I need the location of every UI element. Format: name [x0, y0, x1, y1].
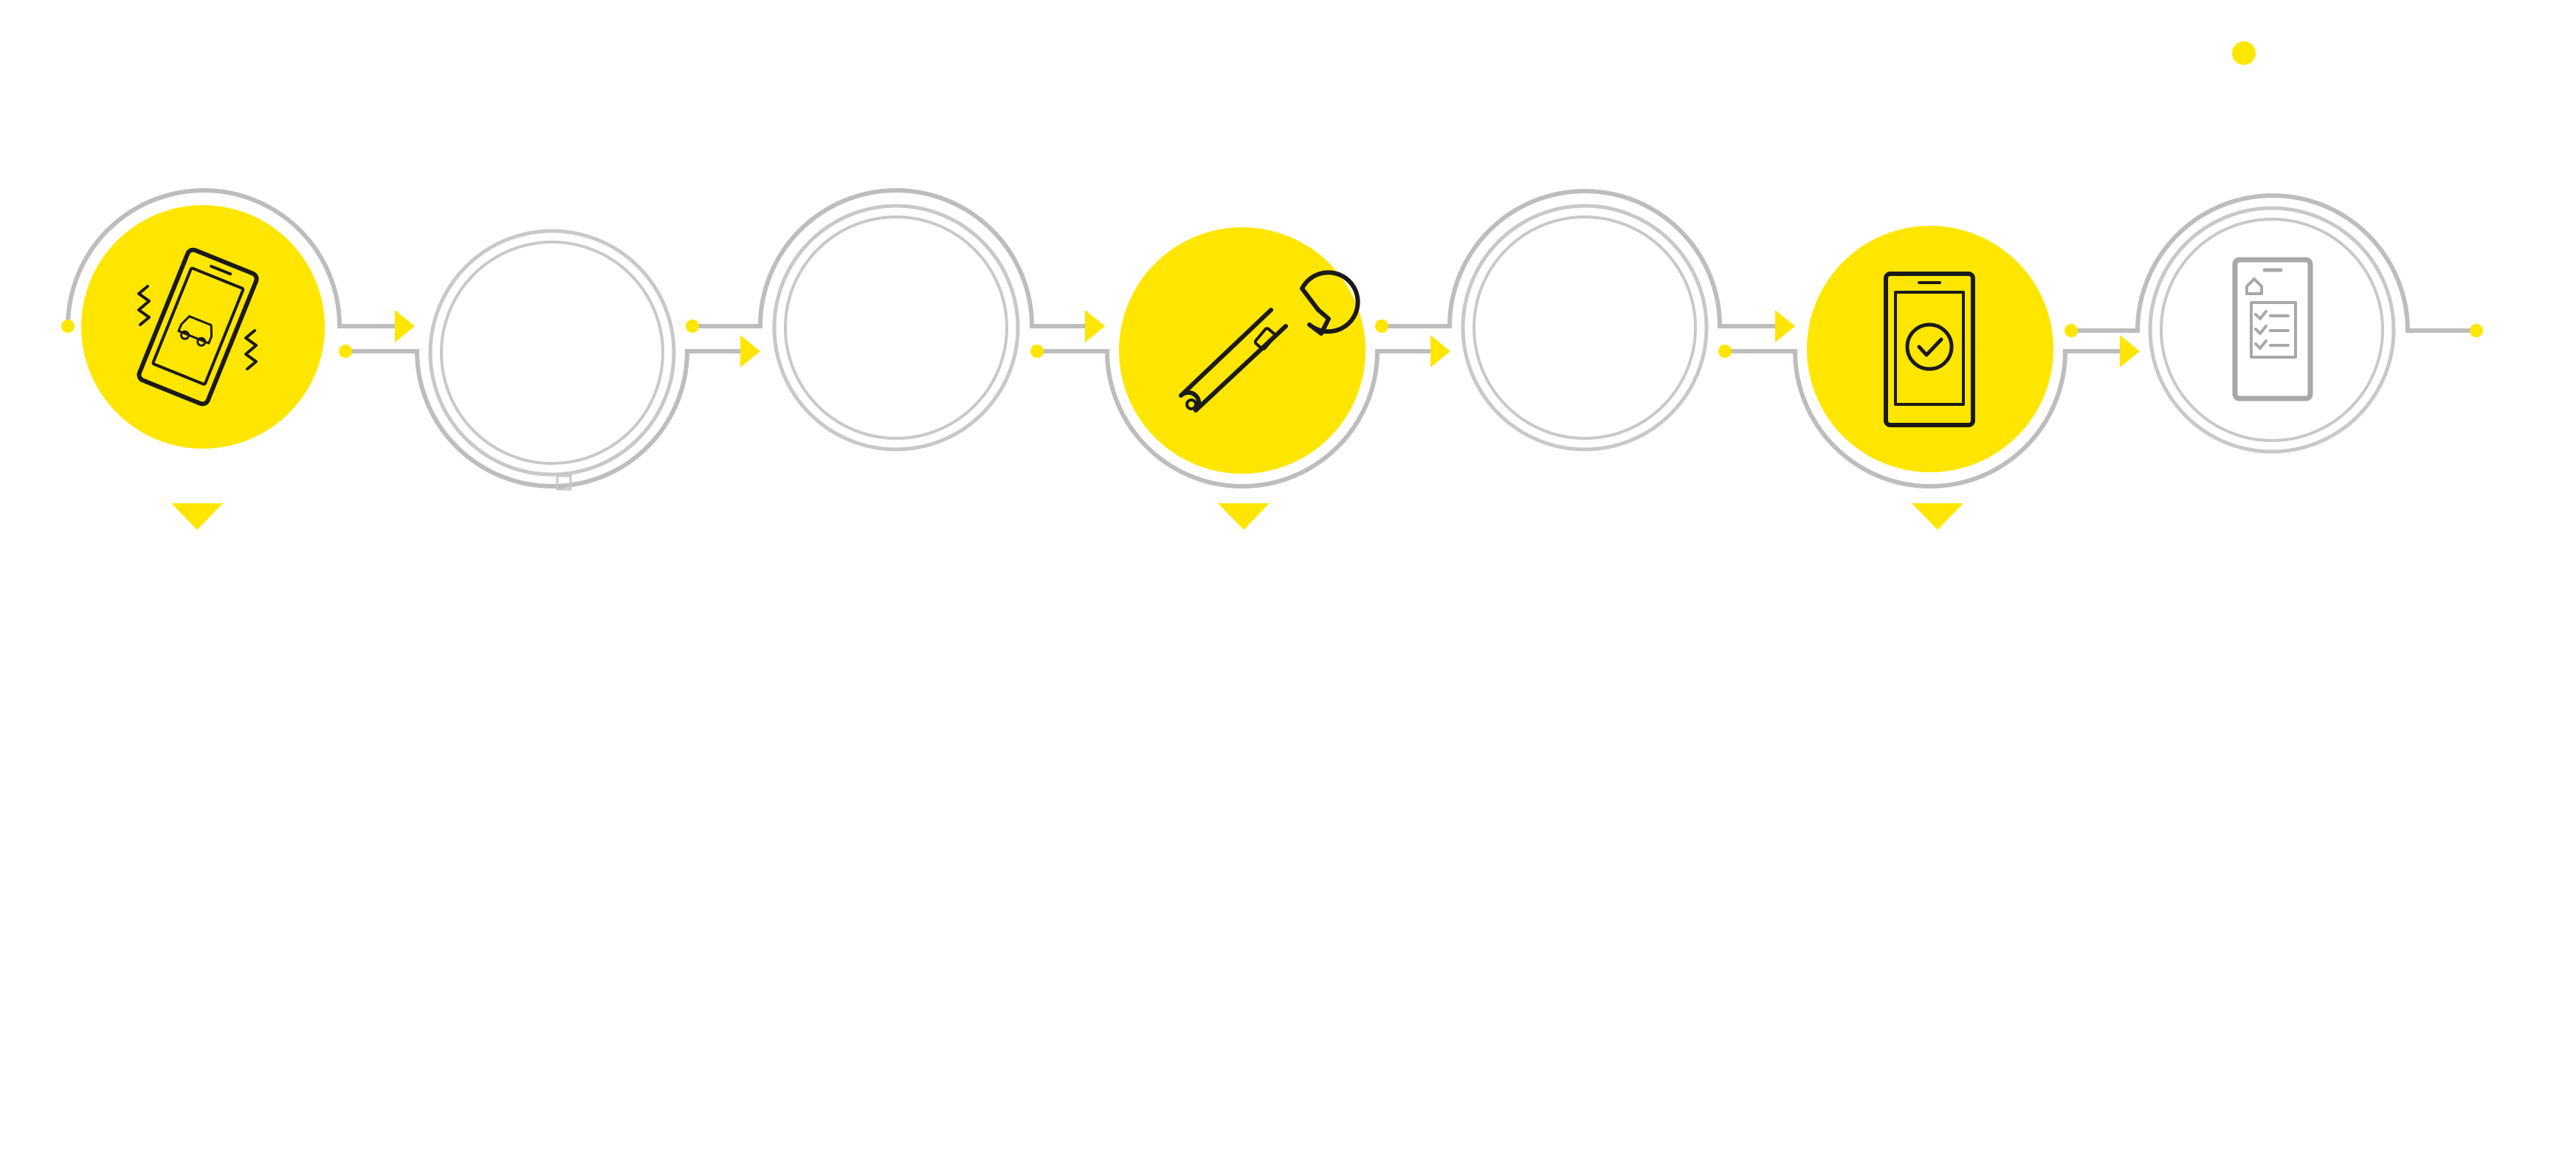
connector-dot	[686, 320, 699, 333]
step-4-marker-icon	[1218, 503, 1270, 530]
step-5	[1461, 204, 1709, 452]
connector-dot	[1718, 345, 1732, 358]
connector-dot	[339, 345, 352, 358]
connector-arrows	[395, 310, 2140, 367]
connector-dot	[1030, 345, 1044, 358]
wrench-icon	[1179, 270, 1360, 412]
connectors	[66, 188, 2476, 488]
connector-2-3	[692, 188, 1089, 328]
step-3-ring-inner	[784, 215, 1008, 440]
phone-checklist-icon	[2232, 257, 2313, 401]
step-5-ring-outer	[1461, 204, 1709, 452]
step-7-ring-outer	[2148, 206, 2396, 454]
step-1-circle	[81, 205, 325, 449]
step-3-ring-outer	[772, 204, 1020, 452]
connector-5-6	[1725, 349, 2124, 488]
step-5-ring-inner	[1473, 215, 1697, 440]
connector-4-5	[1382, 189, 1779, 328]
step-4-circle	[1119, 227, 1366, 474]
step-markers	[171, 503, 1963, 530]
connector-dot	[2470, 324, 2483, 337]
arrow-right-icon	[2120, 335, 2140, 367]
connector-6-7	[2071, 193, 2476, 333]
step-1-marker-icon	[171, 503, 223, 530]
connector-dot	[1375, 320, 1388, 333]
connector-start-arc	[66, 188, 399, 328]
arrow-right-icon	[1430, 335, 1450, 367]
step-3	[772, 204, 1020, 452]
accent-dot	[2232, 41, 2256, 65]
arrow-right-icon	[1085, 310, 1105, 342]
step-2-ring-outer	[428, 229, 676, 477]
vibrating-phone-car-icon	[137, 247, 259, 407]
phone-check-icon	[1884, 272, 1975, 427]
connector-dot	[61, 320, 75, 333]
step-2	[428, 229, 676, 477]
step-6-marker-icon	[1912, 503, 1963, 530]
step-7	[2148, 206, 2396, 454]
step-7-ring-inner	[2160, 218, 2384, 442]
connector-1-2	[345, 349, 745, 488]
small-square-icon	[556, 474, 572, 491]
connector-3-4	[1037, 349, 1436, 488]
arrow-right-icon	[740, 335, 760, 367]
connector-dot	[2064, 324, 2078, 337]
connector-dots	[61, 320, 2483, 358]
step-2-ring-inner	[440, 241, 664, 465]
step-1	[81, 205, 325, 449]
step-4	[1119, 227, 1366, 474]
arrow-right-icon	[1775, 310, 1795, 342]
arrow-right-icon	[395, 310, 415, 342]
